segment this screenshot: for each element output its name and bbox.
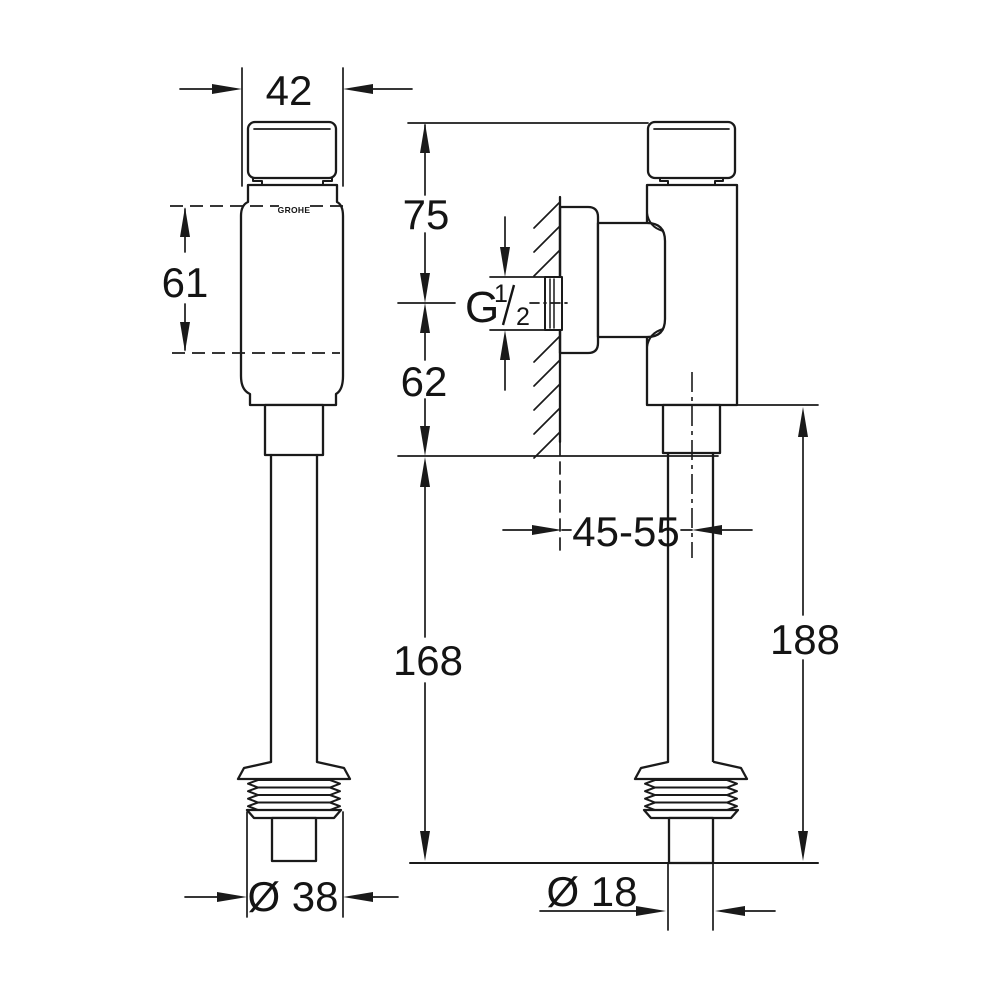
dimension-d38-label: Ø 38	[247, 873, 338, 920]
side-inlet	[596, 221, 667, 339]
ext-42	[241, 67, 344, 187]
front-neck	[252, 177, 333, 186]
front-cap	[246, 120, 338, 180]
dimension-arrows	[180, 84, 808, 916]
g-thread-numerator: 1	[494, 280, 508, 308]
side-escutcheon	[558, 205, 600, 355]
front-nut	[263, 403, 325, 457]
side-cap	[646, 120, 737, 180]
side-outlet-threads	[644, 779, 738, 811]
dimension-g-half-label: G 1 2	[465, 280, 530, 332]
g-thread-slash	[501, 284, 516, 326]
dimension-lines	[179, 67, 819, 931]
brand-mark-backing	[279, 200, 309, 217]
brand-mark: GROHE	[278, 205, 311, 215]
side-pipe	[666, 451, 715, 764]
dimension-62-label: 62	[401, 358, 448, 405]
g-thread-letter: G	[465, 283, 499, 332]
dimension-168-label: 168	[393, 637, 463, 684]
ext-g-thread	[489, 276, 559, 331]
dimension-42-label: 42	[266, 67, 313, 114]
dimension-61-label: 61	[162, 259, 209, 306]
side-outlet-collar	[642, 808, 740, 820]
side-outlet-flange	[633, 760, 749, 781]
dimension-75-label: 75	[403, 191, 450, 238]
front-pipe	[269, 453, 319, 764]
front-view	[236, 120, 352, 863]
front-outlet-collar	[245, 808, 343, 820]
dimension-d18-label: Ø 18	[546, 868, 637, 915]
side-outlet-stub	[667, 816, 715, 865]
side-neck	[659, 177, 724, 186]
front-body	[239, 183, 345, 407]
dimension-45-55-label: 45-55	[572, 508, 679, 555]
front-outlet-flange	[236, 760, 352, 781]
g-thread-denominator: 2	[516, 303, 530, 331]
front-outlet-threads	[247, 779, 341, 811]
ext-d38	[246, 811, 344, 918]
wall-hatching	[533, 201, 561, 459]
dimension-188-label: 188	[770, 616, 840, 663]
side-view	[544, 120, 749, 865]
dimension-labels: 42 61 75 62 45-55 168 188 Ø 38 Ø 18 G 1 …	[162, 67, 840, 920]
ext-d18	[667, 862, 714, 931]
front-reference-lines	[170, 205, 345, 354]
wall-section	[533, 195, 562, 554]
front-outlet-stub	[270, 816, 318, 863]
side-inlet-fillets	[646, 212, 664, 348]
